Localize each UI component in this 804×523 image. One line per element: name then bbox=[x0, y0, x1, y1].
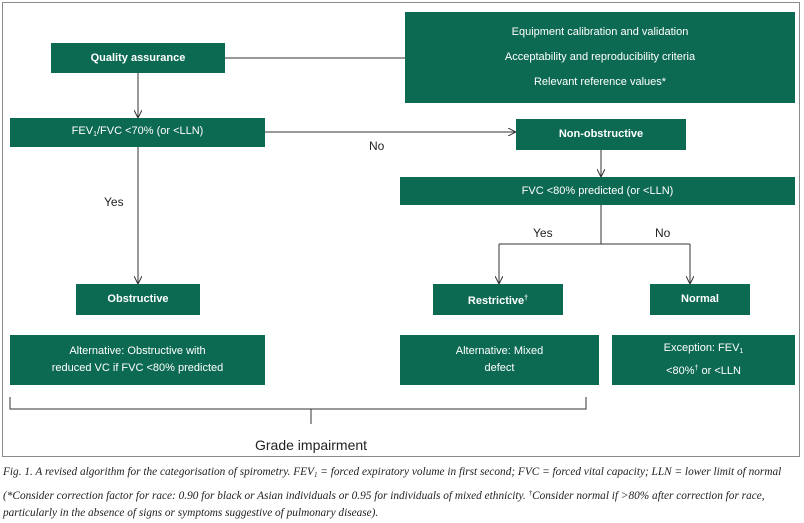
restrictive-box: Restrictive† bbox=[433, 284, 563, 315]
qa-detail-reference: Relevant reference values* bbox=[533, 76, 667, 88]
no-label-1: No bbox=[369, 139, 385, 153]
qa-details-box: Equipment calibration and validation Acc… bbox=[405, 12, 795, 103]
qa-detail-criteria: Acceptability and reproducibility criter… bbox=[504, 51, 696, 63]
fvc-check-box: FVC <80% predicted (or <LLN) bbox=[400, 177, 795, 205]
grade-bracket bbox=[9, 397, 587, 424]
normal-box: Normal bbox=[650, 284, 750, 315]
quality-assurance-box: Quality assurance bbox=[51, 43, 225, 73]
grade-impairment-label: Grade impairment bbox=[255, 437, 368, 453]
qa-detail-calibration: Equipment calibration and validation bbox=[511, 26, 689, 38]
fvc-check-label: FVC <80% predicted (or <LLN) bbox=[521, 184, 674, 197]
fev-ratio-label: FEV1/FVC <70% (or <LLN) bbox=[71, 124, 204, 138]
non-obstructive-label: Non-obstructive bbox=[558, 128, 644, 140]
figure-caption: Fig. 1. A revised algorithm for the cate… bbox=[3, 466, 782, 519]
obstructive-label: Obstructive bbox=[107, 293, 169, 305]
no-label-2: No bbox=[655, 226, 671, 240]
normal-label: Normal bbox=[681, 293, 719, 305]
yes-label-1: Yes bbox=[104, 195, 124, 209]
yes-label-2: Yes bbox=[533, 226, 553, 240]
obstructive-box: Obstructive bbox=[76, 284, 200, 315]
quality-assurance-label: Quality assurance bbox=[90, 51, 186, 64]
restrictive-label: Restrictive† bbox=[467, 294, 529, 307]
exception-label: Exception: FEV1<80%† or <LLN bbox=[663, 342, 744, 377]
fev-ratio-box: FEV1/FVC <70% (or <LLN) bbox=[10, 118, 265, 147]
non-obstructive-box: Non-obstructive bbox=[516, 119, 686, 150]
exception-box: Exception: FEV1<80%† or <LLN bbox=[612, 335, 795, 385]
